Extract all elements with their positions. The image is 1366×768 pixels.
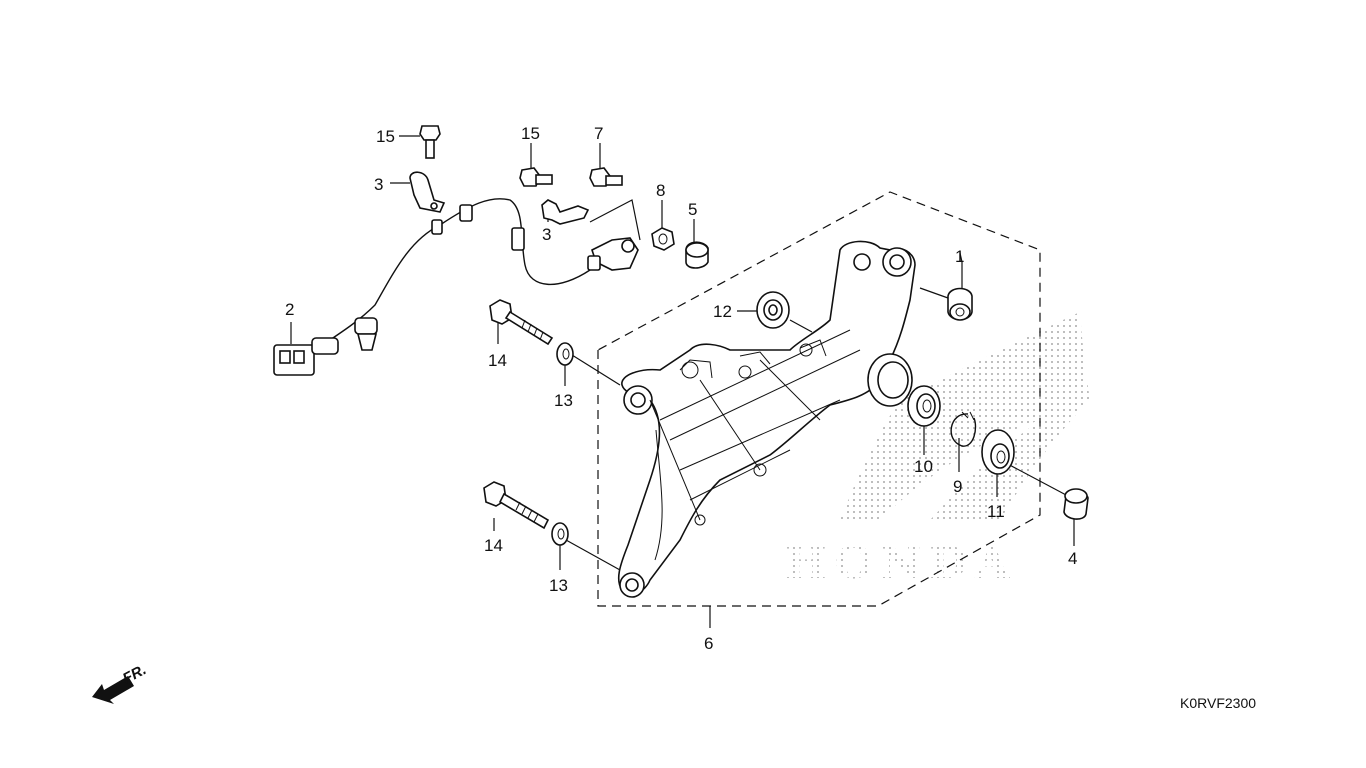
nut-8 bbox=[651, 227, 675, 251]
callout-13-lower: 13 bbox=[549, 576, 568, 595]
callout-8: 8 bbox=[656, 181, 665, 200]
callout-14-lower: 14 bbox=[484, 536, 503, 555]
callout-15-lower: 15 bbox=[521, 124, 540, 143]
circlip-9 bbox=[950, 411, 977, 447]
callout-9: 9 bbox=[953, 477, 962, 496]
collar-5 bbox=[685, 241, 709, 269]
callout-13-upper: 13 bbox=[554, 391, 573, 410]
callout-15-upper: 15 bbox=[376, 127, 395, 146]
bolt-14-upper bbox=[489, 299, 554, 346]
leader-lines bbox=[290, 135, 1075, 628]
speed-sensor-harness bbox=[273, 198, 639, 376]
bolt-15-upper bbox=[419, 125, 441, 159]
callout-11: 11 bbox=[987, 502, 1005, 521]
callout-5: 5 bbox=[688, 200, 697, 219]
harness-clamp-lower bbox=[541, 199, 590, 225]
harness-clamp-upper bbox=[409, 171, 446, 213]
oil-seal-11 bbox=[981, 429, 1015, 475]
bolt-7 bbox=[589, 167, 623, 187]
bearing-12 bbox=[756, 291, 790, 329]
washer-13-lower bbox=[551, 522, 569, 546]
front-direction-arrow: FR. bbox=[92, 661, 149, 704]
washer-13-upper bbox=[556, 342, 574, 366]
callout-4: 4 bbox=[1068, 549, 1077, 568]
callout-labels: 15 3 15 7 8 5 3 1 2 12 14 13 10 9 11 14 … bbox=[285, 124, 1077, 653]
bearing-10 bbox=[907, 385, 941, 427]
diagram-code: K0RVF2300 bbox=[1180, 695, 1256, 711]
honda-wing-watermark: HONDA bbox=[785, 312, 1090, 589]
callout-6: 6 bbox=[704, 634, 713, 653]
swing-arm-bracket bbox=[617, 240, 916, 598]
bushing-1 bbox=[947, 287, 973, 321]
assembly-dashed-box bbox=[597, 191, 1041, 607]
callout-10: 10 bbox=[914, 457, 933, 476]
callout-12: 12 bbox=[713, 302, 732, 321]
callout-3-upper: 3 bbox=[374, 175, 383, 194]
bushing-4 bbox=[1063, 488, 1089, 520]
callout-3-lower: 3 bbox=[542, 225, 551, 244]
callout-14-upper: 14 bbox=[488, 351, 507, 370]
honda-watermark-text: HONDA bbox=[785, 538, 1017, 589]
callout-1: 1 bbox=[955, 247, 964, 266]
callout-2: 2 bbox=[285, 300, 294, 319]
bolt-15-lower bbox=[519, 167, 553, 187]
callout-7: 7 bbox=[594, 124, 603, 143]
bolt-14-lower bbox=[483, 481, 550, 530]
